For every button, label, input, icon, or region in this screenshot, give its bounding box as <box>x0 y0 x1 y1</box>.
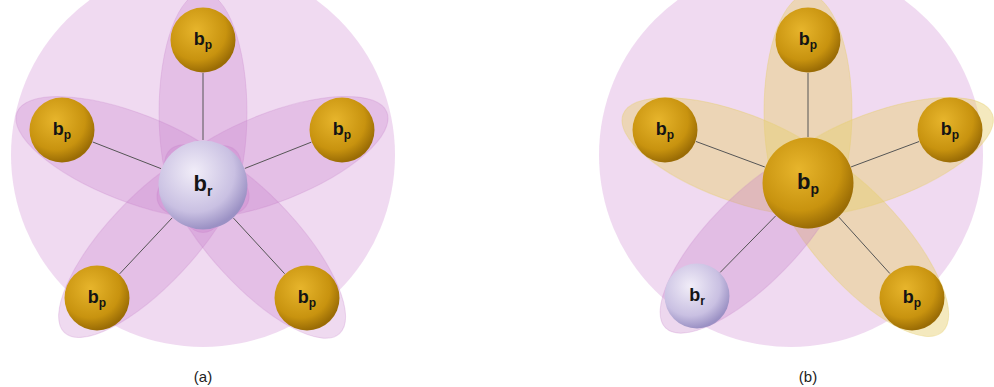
panel-label: (b) <box>799 368 817 385</box>
vertex-label: bp <box>88 288 106 309</box>
vertex-disc <box>275 266 340 331</box>
vertex-disc <box>65 266 130 331</box>
vertex-circle: bp <box>762 137 854 229</box>
vertex-circle: bp <box>170 7 236 73</box>
incidence-line <box>203 73 204 140</box>
vertex-label: bp <box>333 120 351 141</box>
incidence-line <box>120 218 173 274</box>
vertex-circle: bp <box>274 265 340 331</box>
incidence-line <box>233 218 284 274</box>
panel-label: (a) <box>194 368 212 385</box>
reference-vertex: br <box>158 140 248 230</box>
vertex-disc <box>880 266 945 331</box>
vertex-disc <box>310 98 375 163</box>
vertex-disc <box>665 264 730 329</box>
vertex-circle: bp <box>309 97 375 163</box>
vertex-label: bp <box>194 30 212 51</box>
vertex-label: br <box>689 286 705 307</box>
vertex-disc <box>918 98 983 163</box>
vertex-label: br <box>194 173 213 198</box>
vertex-disc <box>633 98 698 163</box>
incidence-line <box>720 216 776 273</box>
incidence-line <box>808 73 809 137</box>
vertex-label: bp <box>298 288 316 309</box>
vertex-circle: bp <box>775 7 841 73</box>
vertex-disc <box>30 98 95 163</box>
vertex-circle: bp <box>29 97 95 163</box>
vertex-circle: bp <box>632 97 698 163</box>
incidence-line <box>696 141 765 167</box>
vertex-disc <box>159 141 248 230</box>
incidence-line <box>245 142 311 168</box>
vertex-label: bp <box>941 120 959 141</box>
vertex-circle: bp <box>879 265 945 331</box>
reference-vertex: br <box>664 263 730 329</box>
vertex-label: bp <box>656 120 674 141</box>
hyperedge-petal <box>159 0 247 233</box>
vertex-circle: bp <box>917 97 983 163</box>
vertex-label: bp <box>797 171 819 196</box>
vertex-label: bp <box>903 288 921 309</box>
incidence-line <box>93 142 161 169</box>
vertex-disc <box>776 8 841 73</box>
vertex-disc <box>171 8 236 73</box>
incidence-line <box>851 142 919 167</box>
vertex-label: bp <box>53 120 71 141</box>
vertex-circle: bp <box>64 265 130 331</box>
incidence-line <box>839 217 890 273</box>
vertex-disc <box>763 138 854 229</box>
vertex-label: bp <box>799 30 817 51</box>
